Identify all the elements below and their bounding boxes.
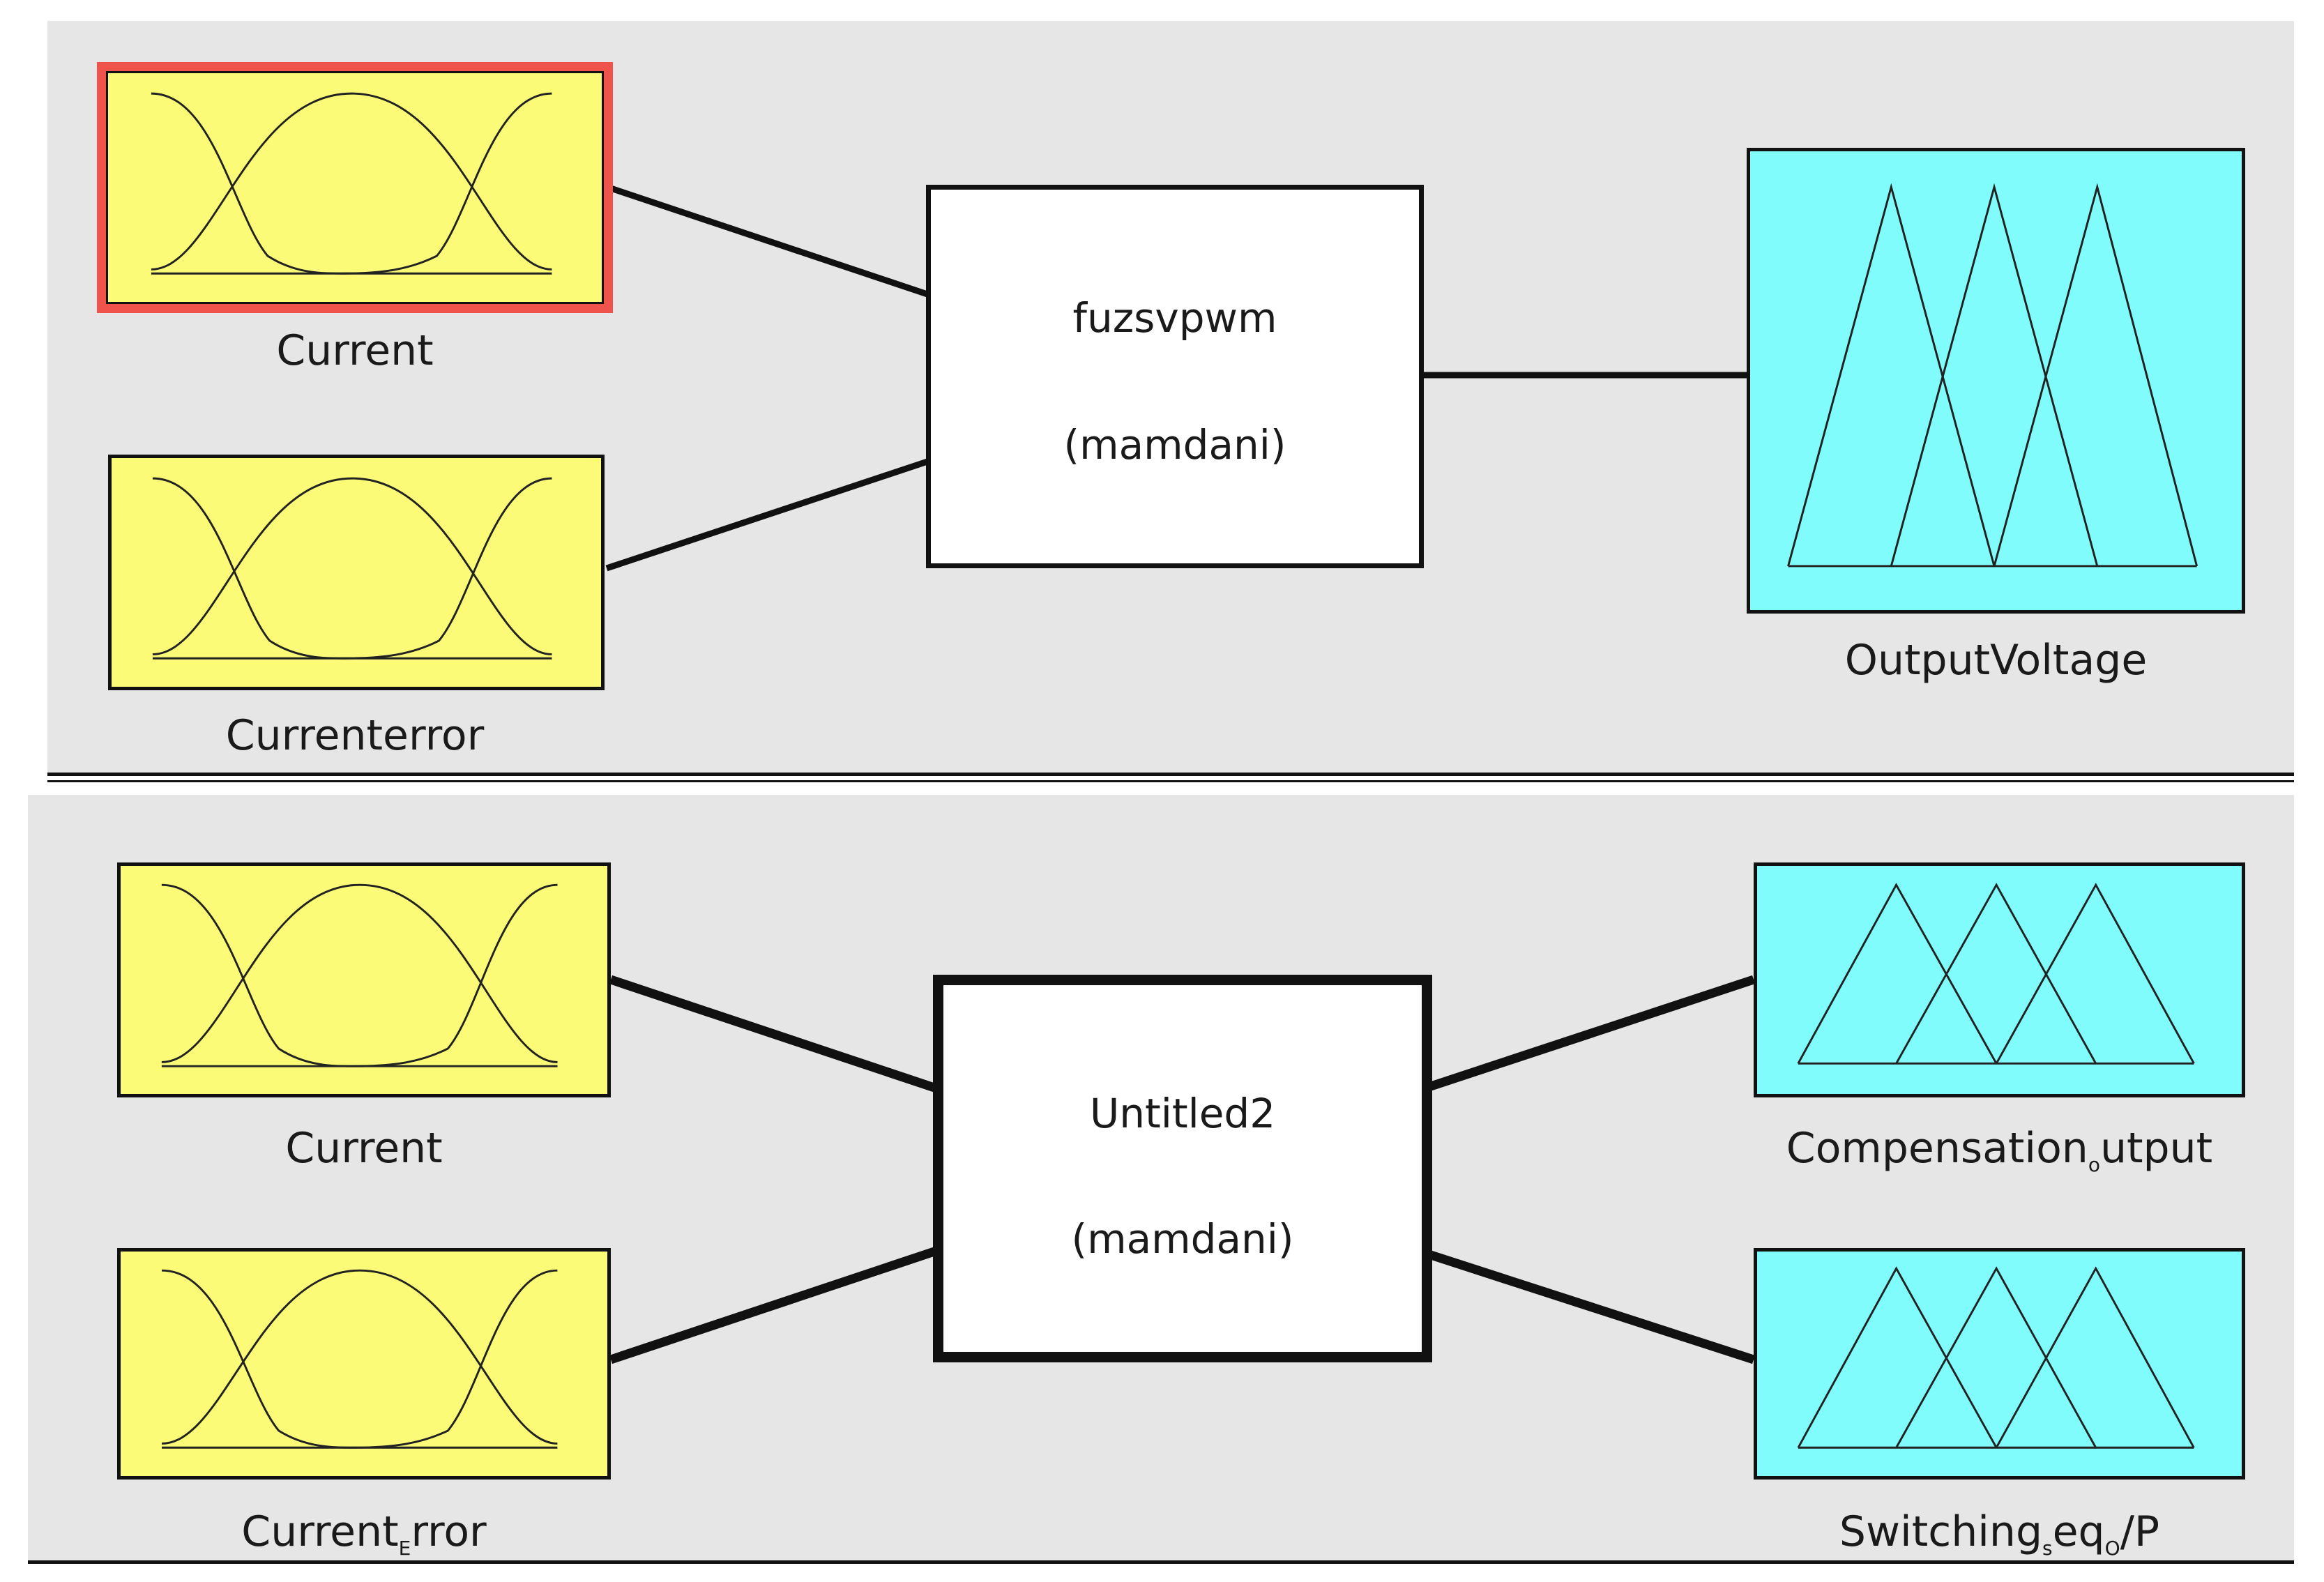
panel-divider-top (47, 773, 2294, 782)
input-current-label: Current (276, 326, 434, 375)
gaussian-mf-icon (162, 1269, 558, 1449)
triangular-mf-icon (1797, 883, 2195, 1065)
fis-system-name: fuzsvpwm (1072, 294, 1277, 342)
input-current2-label: Current (285, 1124, 443, 1173)
input-currenterror-label: Currenterror (225, 711, 485, 760)
triangular-mf-icon (1787, 183, 2198, 568)
fis-system-box-fuzsvpwm[interactable]: fuzsvpwm (mamdani) (926, 185, 1424, 568)
output-compensation-mf-box[interactable] (1754, 862, 2245, 1097)
triangular-mf-icon (1797, 1266, 2195, 1449)
input-currenterror2-label: CurrentError (241, 1507, 487, 1560)
output-compensation-label: Compensationoutput (1786, 1124, 2213, 1176)
fis-system-type: (mamdani) (1063, 421, 1286, 469)
input-currenterror-mf-box[interactable] (108, 455, 605, 690)
output-switching-mf-box[interactable] (1754, 1248, 2245, 1480)
gaussian-mf-icon (152, 477, 552, 660)
input-current2-mf-box[interactable] (117, 862, 611, 1097)
gaussian-mf-icon (161, 883, 558, 1067)
input-currenterror2-mf-box[interactable] (117, 1248, 611, 1480)
output-outputvoltage-label: OutputVoltage (1844, 636, 2148, 685)
fis-system-box-untitled2[interactable]: Untitled2 (mamdani) (933, 975, 1432, 1362)
panel-divider-bottom (28, 1560, 2294, 1564)
output-switching-label: SwitchingseqO/P (1839, 1507, 2160, 1560)
fis-system-name: Untitled2 (1089, 1090, 1276, 1137)
input-current-mf-box[interactable] (97, 62, 613, 313)
fis-system-type: (mamdani) (1071, 1215, 1294, 1263)
output-outputvoltage-mf-box[interactable] (1747, 148, 2245, 614)
gaussian-mf-icon (151, 92, 552, 275)
